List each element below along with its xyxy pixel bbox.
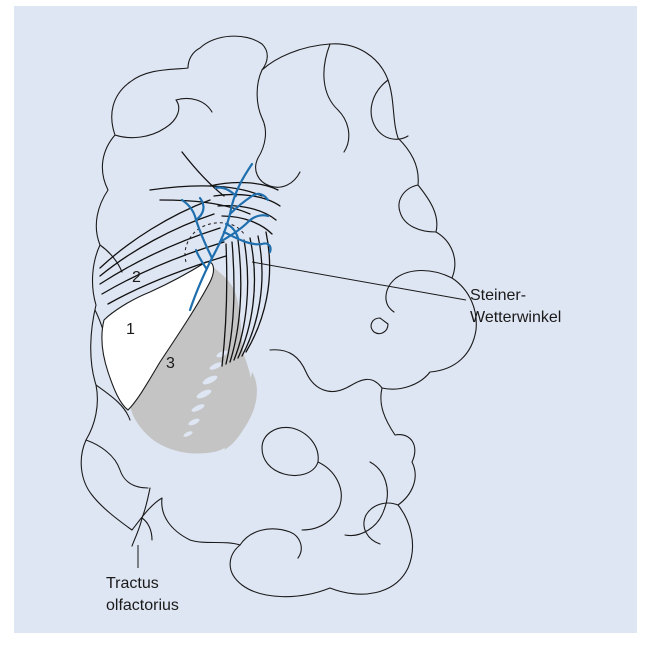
steiner-label-line1: Steiner-	[470, 287, 526, 304]
tractus-label-line2: olfactorius	[106, 597, 179, 614]
region-label-1: 1	[126, 321, 135, 338]
region-label-3: 3	[166, 355, 175, 372]
steiner-label-line2: Wetterwinkel	[470, 309, 561, 326]
tractus-label-line1: Tractus	[106, 575, 159, 592]
region-label-2: 2	[132, 269, 141, 286]
